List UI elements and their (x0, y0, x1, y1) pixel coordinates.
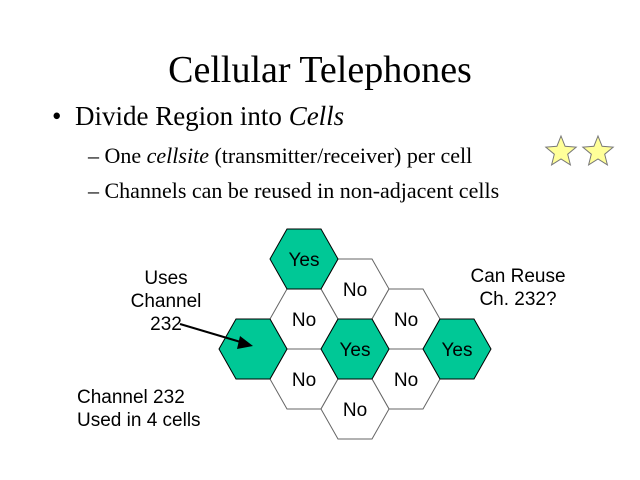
cell-hexagon: Yes (422, 318, 492, 380)
cell-label: Yes (289, 250, 320, 271)
star-icon (544, 134, 578, 166)
hexagon-shape (218, 318, 288, 380)
cell-hexagon: Yes (269, 228, 339, 290)
cell-label: No (394, 370, 418, 391)
cell-hexagon: No (269, 288, 339, 350)
cell-label: Yes (442, 340, 473, 361)
cell-label: No (343, 400, 367, 421)
dash-marker: – (88, 143, 99, 168)
hexagon-shape (269, 228, 339, 290)
star-icon (581, 134, 615, 166)
cell-label: No (292, 310, 316, 331)
slide-title: Cellular Telephones (168, 49, 472, 91)
cell-label: No (292, 370, 316, 391)
dash-marker: – (88, 178, 99, 203)
cell-label: No (343, 280, 367, 301)
bullet-marker: • (52, 101, 62, 131)
cell-hexagon: Yes (320, 318, 390, 380)
cell-hexagon: No (371, 288, 441, 350)
sub-italic: cellsite (146, 143, 209, 168)
sub-bullet-1: – One cellsite (transmitter/receiver) pe… (88, 143, 472, 169)
cell-hexagon: No (371, 348, 441, 410)
sub-bullet-2: – Channels can be reused in non-adjacent… (88, 178, 499, 204)
cell-label: Yes (340, 340, 371, 361)
bullet-1: • Divide Region into Cells (52, 101, 344, 132)
sub-text: Channels can be reused in non-adjacent c… (104, 178, 500, 203)
bullet-italic: Cells (288, 101, 345, 131)
arrow-icon (179, 323, 253, 349)
sub-text-after: (transmitter/receiver) per cell (208, 143, 473, 168)
bullet-text: Divide Region into (74, 101, 289, 131)
hexagon-shape (320, 318, 390, 380)
sub-text: One (104, 143, 147, 168)
cell-hexagon (218, 318, 288, 380)
hexagon-shape (422, 318, 492, 380)
cell-label: No (394, 310, 418, 331)
